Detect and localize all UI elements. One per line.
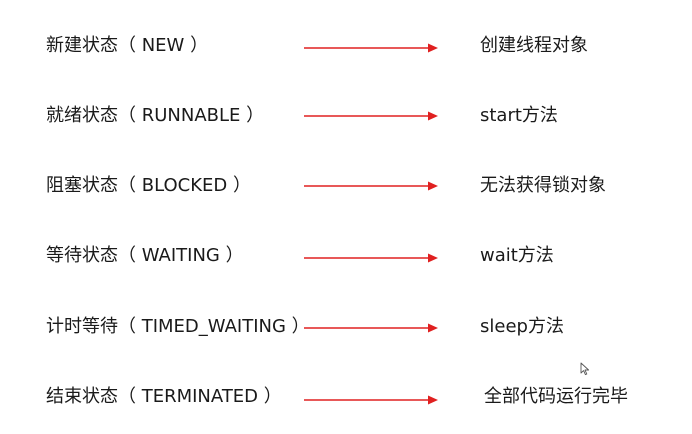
state-row-runnable: 就绪状态（ RUNNABLE ） start方法 <box>0 96 692 136</box>
description-label-waiting: wait方法 <box>480 245 554 266</box>
mouse-pointer-icon <box>580 362 590 376</box>
description-label-new: 创建线程对象 <box>480 35 588 56</box>
state-row-waiting: 等待状态（ WAITING ） wait方法 <box>0 236 692 276</box>
arrow-timed-waiting <box>304 323 438 333</box>
description-label-terminated: 全部代码运行完毕 <box>484 386 628 407</box>
arrow-terminated <box>304 395 438 405</box>
state-label-blocked: 阻塞状态（ BLOCKED ） <box>46 175 251 196</box>
arrow-new <box>304 43 438 53</box>
state-row-new: 新建状态（ NEW ） 创建线程对象 <box>0 26 692 66</box>
state-label-runnable: 就绪状态（ RUNNABLE ） <box>46 105 265 126</box>
description-label-blocked: 无法获得锁对象 <box>480 175 606 196</box>
state-row-blocked: 阻塞状态（ BLOCKED ） 无法获得锁对象 <box>0 166 692 206</box>
state-label-terminated: 结束状态（ TERMINATED ） <box>46 386 282 407</box>
arrow-waiting <box>304 253 438 263</box>
description-label-runnable: start方法 <box>480 105 558 126</box>
description-label-timed-waiting: sleep方法 <box>480 316 564 337</box>
state-label-waiting: 等待状态（ WAITING ） <box>46 245 244 266</box>
arrow-blocked <box>304 181 438 191</box>
state-label-new: 新建状态（ NEW ） <box>46 35 209 56</box>
arrow-runnable <box>304 111 438 121</box>
state-row-terminated: 结束状态（ TERMINATED ） 全部代码运行完毕 <box>0 377 692 417</box>
state-label-timed-waiting: 计时等待（ TIMED_WAITING ） <box>46 316 310 337</box>
state-row-timed-waiting: 计时等待（ TIMED_WAITING ） sleep方法 <box>0 307 692 347</box>
